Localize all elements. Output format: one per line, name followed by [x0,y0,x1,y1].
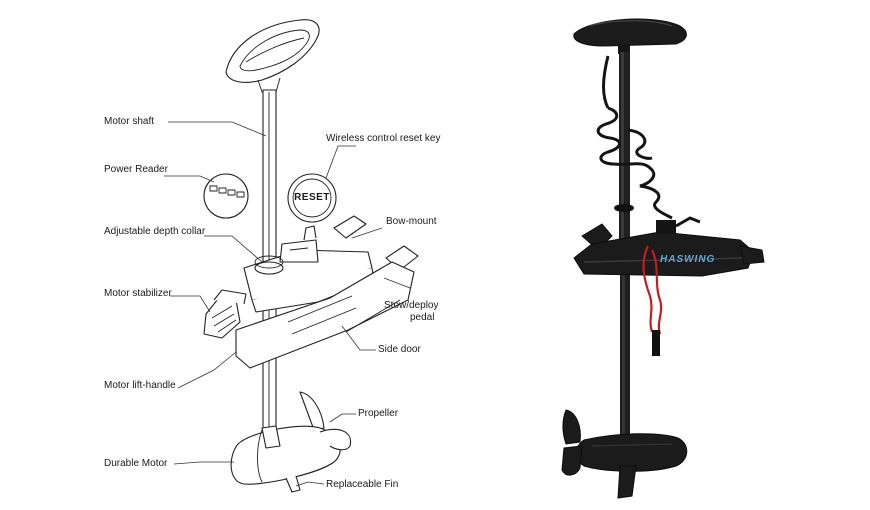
label-bow-mount: Bow-mount [386,216,437,227]
photo-red-wires [642,245,663,335]
photo-lower-motor [561,409,688,499]
label-depth-collar: Adjustable depth collar [104,226,206,237]
label-stow-deploy-line2: pedal [410,312,435,323]
label-motor-stabilizer: Motor stabilizer [104,288,172,299]
photo-control-head [573,18,687,54]
label-stow-deploy-line1: Stow/deploy [384,300,439,311]
label-propeller: Propeller [358,408,399,419]
label-side-door: Side door [378,344,421,355]
photo-coiled-cable [596,55,673,220]
label-replaceable-fin: Replaceable Fin [326,479,399,490]
photo-wire-clip [652,330,660,356]
label-motor-shaft: Motor shaft [104,116,155,127]
photo-brand-text: HASWING [660,254,716,265]
label-wireless-reset: Wireless control reset key [326,133,441,144]
bow-mount-drawing [203,215,419,369]
power-reader-drawing [203,173,249,219]
photo-bow-mount [573,216,765,277]
label-durable-motor: Durable Motor [104,458,168,469]
label-power-reader: Power Reader [104,164,168,175]
leader-lines [164,121,411,487]
reset-key-drawing [287,173,337,223]
photo-shaft [614,52,634,440]
lower-motor-drawing [230,391,352,493]
reset-key-text: RESET [294,192,330,203]
label-lift-handle: Motor lift-handle [104,380,176,391]
